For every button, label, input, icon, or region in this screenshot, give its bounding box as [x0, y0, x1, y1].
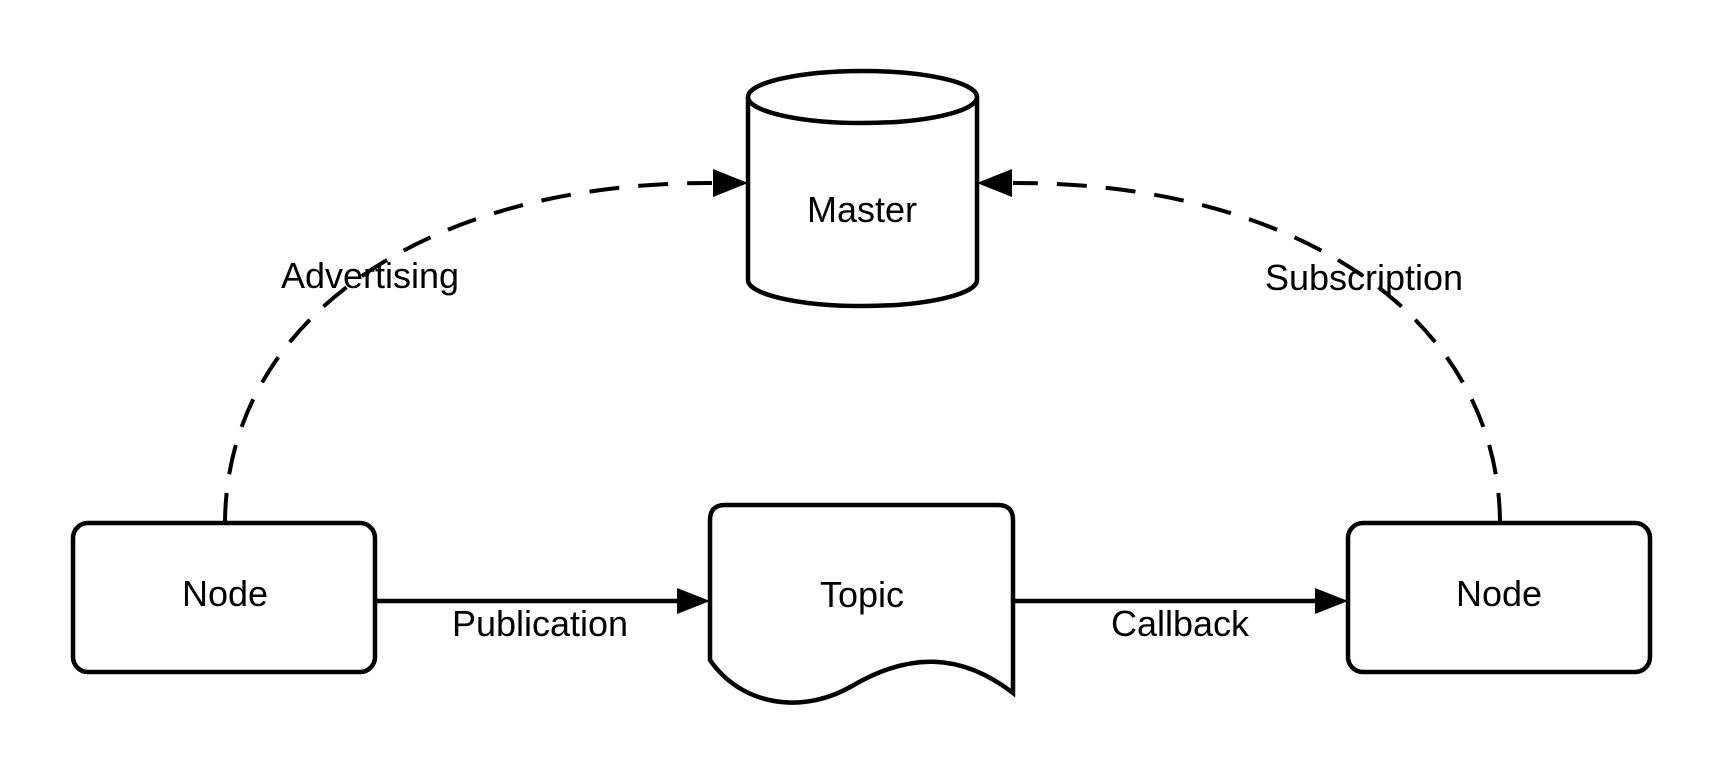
advertising-arrowhead	[713, 169, 748, 197]
edge-publication: Publication	[375, 588, 710, 644]
topic-document-shape	[707, 502, 1016, 705]
edge-subscription: Subscription	[977, 169, 1502, 524]
node-topic: Topic	[707, 502, 1016, 705]
master-label: Master	[807, 189, 917, 230]
node-right: Node	[1345, 520, 1653, 675]
callback-arrowhead	[1315, 588, 1348, 614]
node-left-box	[70, 520, 378, 675]
node-right-label: Node	[1456, 573, 1542, 614]
advertising-label: Advertising	[281, 255, 459, 296]
callback-label: Callback	[1111, 603, 1250, 644]
publication-arrowhead	[677, 588, 710, 614]
subscription-dashed-curve	[1012, 180, 1502, 524]
edge-callback: Callback	[1013, 588, 1348, 644]
master-cylinder-top	[745, 68, 980, 126]
master-cylinder-body	[745, 97, 980, 309]
edge-advertising: Advertising	[223, 169, 748, 524]
node-right-box	[1345, 520, 1653, 675]
subscription-label: Subscription	[1265, 257, 1463, 298]
node-left: Node	[70, 520, 378, 675]
advertising-dashed-curve	[223, 180, 713, 524]
node-master: Master	[745, 68, 980, 309]
node-left-label: Node	[182, 573, 268, 614]
subscription-arrowhead	[977, 169, 1012, 197]
publication-label: Publication	[452, 603, 628, 644]
topic-label: Topic	[820, 574, 904, 615]
